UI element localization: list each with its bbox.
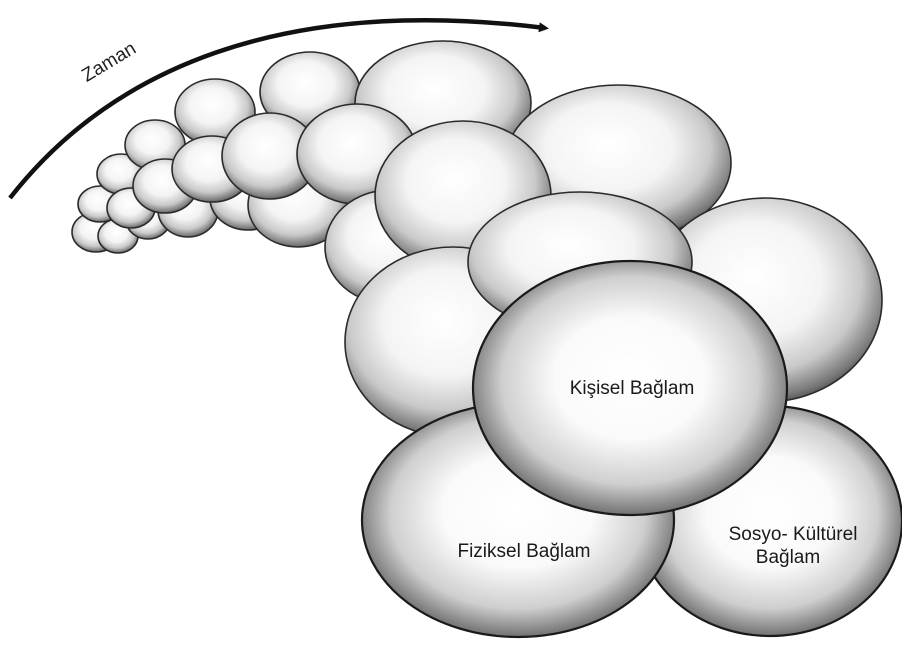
physical-context-label: Fiziksel Bağlam bbox=[457, 541, 590, 562]
time-label: Zaman bbox=[78, 38, 140, 86]
personal-context-label: Kişisel Bağlam bbox=[570, 378, 695, 399]
sociocultural-context-label-line1: Sosyo- Kültürel bbox=[729, 524, 858, 545]
sociocultural-context-label-line2: Bağlam bbox=[756, 547, 820, 568]
